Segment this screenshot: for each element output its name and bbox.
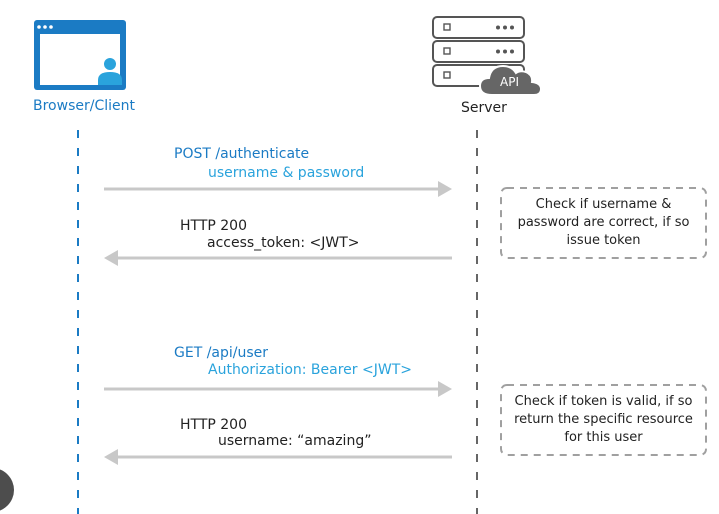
floating-action-button[interactable] — [0, 468, 14, 512]
message-title: HTTP 200 — [180, 218, 247, 234]
message-title: HTTP 200 — [180, 417, 247, 433]
note-line: for this user — [564, 430, 643, 445]
response-arrow — [104, 250, 452, 266]
note-line: return the specific resource — [514, 412, 693, 427]
note-box — [500, 384, 707, 456]
note-line: Check if username & — [535, 197, 672, 212]
message-title: GET /api/user — [174, 345, 269, 361]
note-text: Check if token is valid, if so return th… — [501, 393, 706, 447]
note-text: Check if username & password are correct… — [501, 196, 706, 250]
api-cloud-icon — [478, 64, 543, 96]
server-label: Server — [461, 100, 507, 116]
api-badge-label: API — [500, 75, 519, 89]
client-label: Browser/Client — [33, 98, 135, 114]
note-line: issue token — [566, 233, 641, 248]
request-arrow — [104, 381, 452, 397]
message-detail: access_token: <JWT> — [207, 235, 360, 251]
message-detail: Authorization: Bearer <JWT> — [208, 362, 412, 378]
response-arrow — [104, 449, 452, 465]
note-line: password are correct, if so — [517, 215, 690, 230]
note-line: Check if token is valid, if so — [514, 394, 693, 409]
browser-client-icon — [34, 20, 126, 90]
message-detail: username: “amazing” — [218, 433, 372, 449]
message-title: POST /authenticate — [174, 146, 310, 162]
message-detail: username & password — [208, 165, 365, 181]
note-box — [500, 187, 707, 259]
request-arrow — [104, 181, 452, 197]
